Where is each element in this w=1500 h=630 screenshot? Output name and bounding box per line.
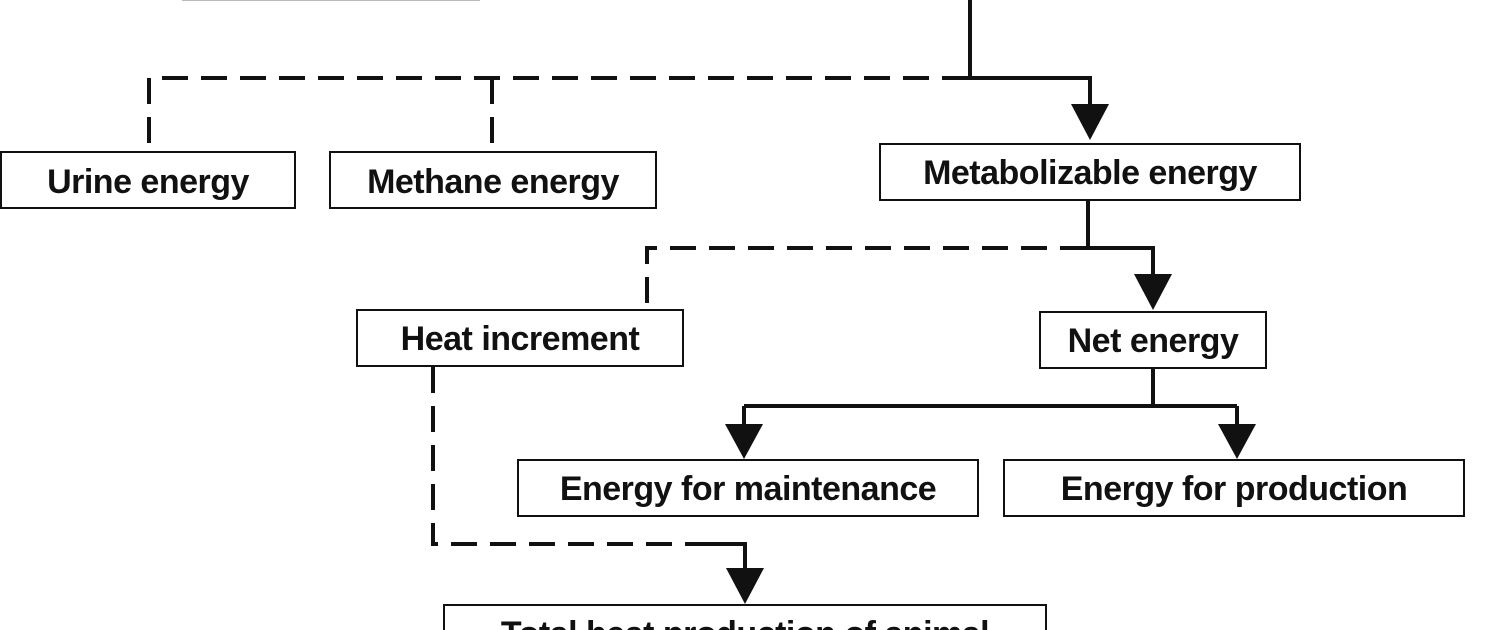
- methane-energy-box: Methane energy: [329, 151, 657, 209]
- flow-to-metabolizable-energy: [968, 0, 1092, 112]
- loss-line-urine-methane: [147, 76, 968, 146]
- energy-for-maintenance-label: Energy for maintenance: [560, 470, 936, 508]
- urine-energy-label: Urine energy: [47, 163, 249, 201]
- total-heat-production-box: Total heat production of animal: [443, 604, 1047, 630]
- loss-line-heat-increment: [645, 246, 1086, 308]
- metabolizable-energy-label: Metabolizable energy: [923, 154, 1257, 192]
- heat-increment-to-total-dashed: [431, 367, 705, 546]
- metabolizable-energy-box: Metabolizable energy: [879, 143, 1301, 201]
- arrowhead-net-energy: [1134, 274, 1172, 310]
- arrowhead-metabolizable-energy: [1071, 104, 1109, 140]
- energy-for-maintenance-box: Energy for maintenance: [517, 459, 979, 517]
- net-energy-box: Net energy: [1039, 311, 1267, 369]
- heat-increment-to-total-solid: [705, 542, 747, 575]
- methane-energy-label: Methane energy: [367, 163, 619, 201]
- arrowhead-production: [1218, 424, 1256, 459]
- arrowhead-maintenance: [725, 424, 763, 459]
- heat-increment-box: Heat increment: [356, 309, 684, 367]
- heat-increment-label: Heat increment: [401, 320, 640, 358]
- flow-to-net-energy: [1086, 200, 1155, 282]
- net-energy-split: [742, 368, 1239, 432]
- energy-for-production-label: Energy for production: [1061, 470, 1408, 508]
- net-energy-label: Net energy: [1068, 322, 1239, 360]
- total-heat-production-label: Total heat production of animal: [501, 615, 989, 630]
- urine-energy-box: Urine energy: [0, 151, 296, 209]
- energy-for-production-box: Energy for production: [1003, 459, 1465, 517]
- arrowhead-total-heat: [726, 568, 764, 604]
